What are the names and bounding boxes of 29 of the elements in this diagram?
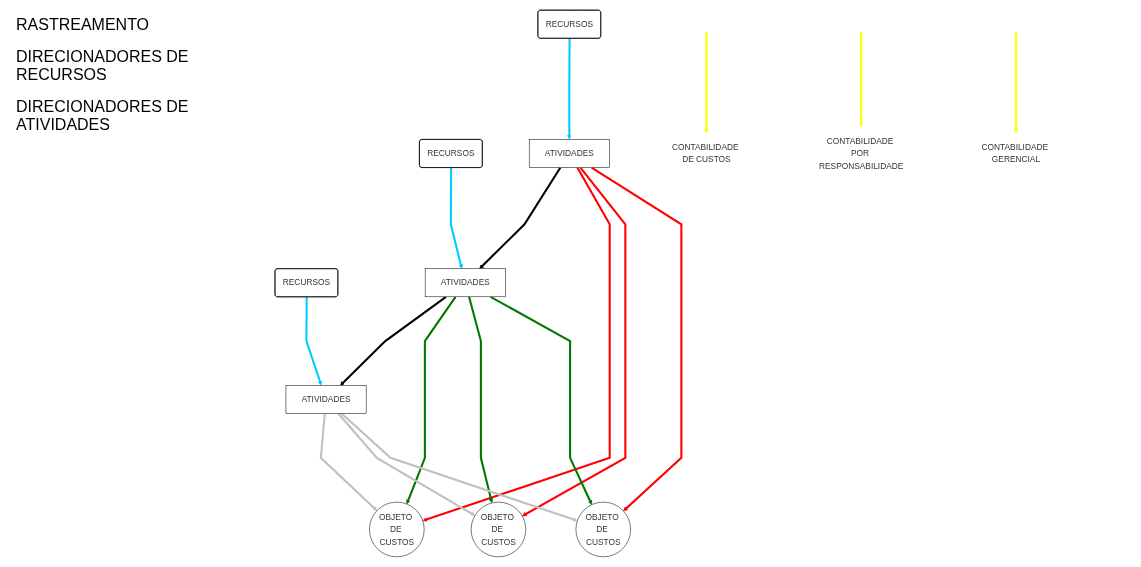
note-label: DIRECIONADORES DE RECURSOS: [16, 48, 190, 84]
node-box: ATIVIDADES: [285, 385, 367, 414]
node-text: CONTABILIDADE DE CUSTOS: [671, 142, 739, 164]
arrow: [305, 297, 323, 386]
node-circle: OBJETO DE CUSTOS: [470, 501, 527, 558]
arrow: [1013, 32, 1019, 134]
arrow: [406, 296, 457, 505]
arrow: [319, 413, 378, 511]
arrow: [479, 167, 562, 269]
node-box: ATIVIDADES: [424, 268, 506, 298]
arrow: [422, 167, 611, 522]
arrow: [567, 38, 572, 140]
arrow: [704, 32, 709, 134]
arrow: [522, 166, 627, 517]
node-circle: OBJETO DE CUSTOS: [369, 501, 425, 558]
arrow: [340, 412, 578, 522]
node-text: CONTABILIDADE POR RESPONSABILIDADE: [819, 136, 904, 171]
arrow: [468, 296, 494, 504]
note-label: RASTREAMENTO: [16, 16, 151, 34]
arrow: [490, 295, 593, 505]
node-text: CONTABILIDADE GERENCIAL: [981, 142, 1049, 164]
arrow: [340, 295, 447, 386]
node-box: ATIVIDADES: [528, 139, 610, 168]
arrow: [591, 166, 683, 512]
node-circle: OBJETO DE CUSTOS: [575, 501, 631, 558]
arrow: [449, 167, 464, 269]
note-label: DIRECIONADORES DE ATIVIDADES: [16, 98, 190, 134]
arrow: [858, 32, 864, 128]
arrow: [337, 412, 476, 516]
